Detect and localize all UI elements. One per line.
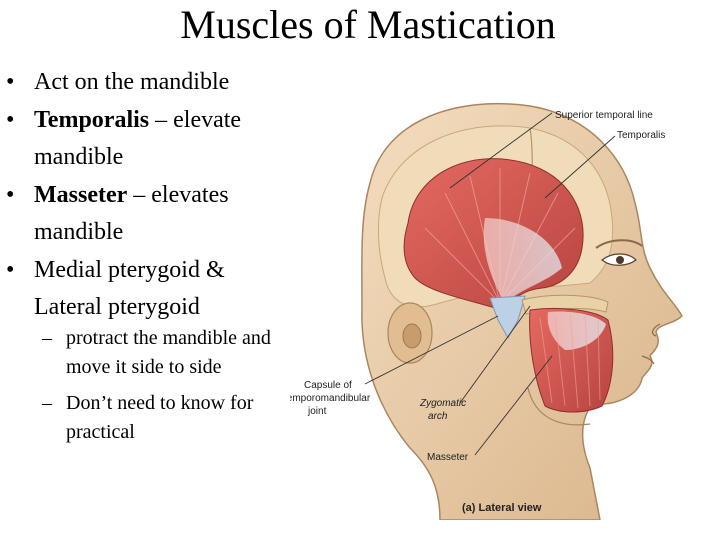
nostril bbox=[651, 323, 661, 337]
bullet-marker: • bbox=[6, 107, 15, 133]
bullet-pterygoids: • Medial pterygoid & Lateral pterygoid bbox=[6, 252, 296, 326]
bullet-act-on-mandible: • Act on the mandible bbox=[6, 64, 296, 101]
bullet-text: – elevates mandible bbox=[34, 182, 229, 245]
label-zygomatic-line2: arch bbox=[428, 411, 448, 422]
bullet-temporalis: • Temporalis – elevate mandible bbox=[6, 102, 296, 176]
label-capsule-line1: Capsule of bbox=[304, 380, 352, 391]
label-capsule-line3: joint bbox=[307, 406, 327, 417]
sub-bullet-marker: – bbox=[42, 392, 52, 414]
bullet-list: • Act on the mandible • Temporalis – ele… bbox=[6, 64, 296, 327]
sub-bullet-text: protract the mandible and move it side t… bbox=[66, 327, 271, 378]
eyebrow bbox=[595, 239, 643, 249]
sub-bullet-practical: – Don’t need to know for practical bbox=[42, 389, 278, 447]
bullet-masseter: • Masseter – elevates mandible bbox=[6, 177, 296, 251]
anatomy-figure: Superior temporal line Temporalis Capsul… bbox=[290, 88, 720, 520]
sub-bullet-protract: – protract the mandible and move it side… bbox=[42, 324, 278, 382]
label-temporalis: Temporalis bbox=[617, 130, 665, 141]
sub-bullet-marker: – bbox=[42, 327, 52, 349]
masseter-fibers bbox=[539, 313, 601, 409]
bullet-marker: • bbox=[6, 182, 15, 208]
bullet-marker: • bbox=[6, 257, 15, 283]
label-superior-temporal-line: Superior temporal line bbox=[555, 110, 653, 121]
ear-canal bbox=[402, 323, 422, 349]
bullet-marker: • bbox=[6, 69, 15, 95]
mandible-edge bbox=[527, 387, 591, 426]
sub-bullet-list: – protract the mandible and move it side… bbox=[42, 324, 278, 454]
slide-title: Muscles of Mastication bbox=[180, 2, 556, 47]
bullet-text: Act on the mandible bbox=[34, 69, 230, 95]
sub-bullet-text: Don’t need to know for practical bbox=[66, 392, 254, 443]
leader-lines bbox=[364, 112, 616, 456]
lips bbox=[641, 355, 655, 365]
masseter-tendon bbox=[547, 311, 606, 350]
temporalis-tendon bbox=[483, 218, 562, 303]
bullet-text: – elevate mandible bbox=[34, 107, 242, 170]
label-masseter: Masseter bbox=[427, 452, 469, 463]
skull-muscle-illustration: Superior temporal line Temporalis Capsul… bbox=[290, 102, 683, 520]
bullet-term: Temporalis bbox=[34, 107, 150, 133]
figure-caption: (a) Lateral view bbox=[462, 502, 542, 514]
bullet-text: Medial pterygoid & Lateral pterygoid bbox=[34, 257, 225, 320]
label-capsule-line2: temporomandibular bbox=[290, 393, 371, 404]
eye-iris bbox=[616, 256, 624, 264]
bullet-term: Masseter bbox=[34, 182, 128, 208]
label-zygomatic-line1: Zygomatic bbox=[419, 398, 466, 409]
